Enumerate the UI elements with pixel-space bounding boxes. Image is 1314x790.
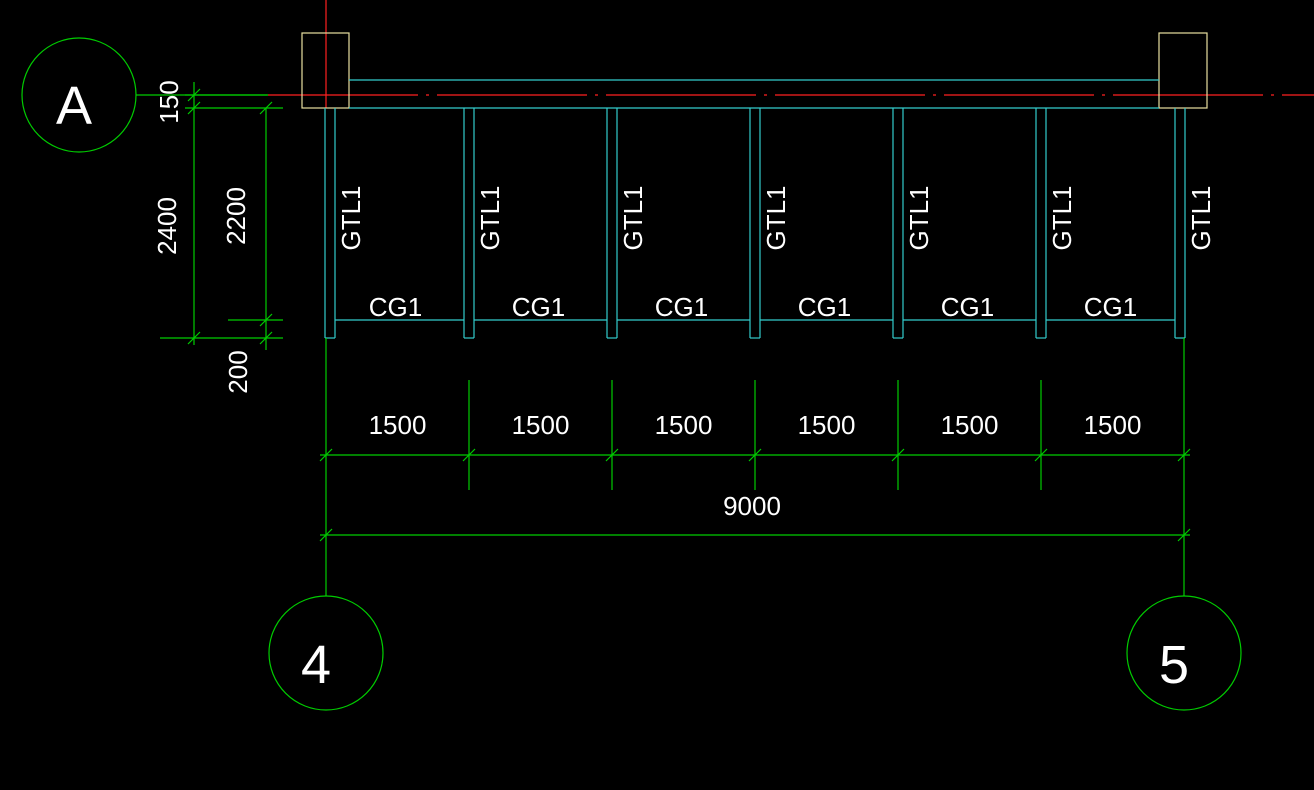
axis-bubble-4: 4 (268, 595, 384, 711)
dim-150-label: 150 (154, 80, 184, 123)
bay-width-label: 1500 (798, 410, 856, 440)
beam-label: CG1 (798, 292, 851, 322)
dim-2400-label: 2400 (152, 197, 182, 255)
dim-200-label: 200 (223, 350, 253, 393)
beam-label: CG1 (512, 292, 565, 322)
post-label: GTL1 (618, 185, 648, 250)
post-label: GTL1 (1186, 185, 1216, 250)
bay-width-label: 1500 (655, 410, 713, 440)
beam-cg1: CG1 (474, 292, 607, 322)
vertical-dimensions: 150 2400 2200 200 (152, 80, 283, 394)
post-gtl1: GTL1 (892, 108, 934, 339)
bay-dimension-tick (462, 380, 476, 490)
post-gtl1: GTL1 (1174, 108, 1216, 339)
bay-dimension-tick (891, 380, 905, 490)
beam-cg1: CG1 (617, 292, 750, 322)
post-label: GTL1 (904, 185, 934, 250)
post-label: GTL1 (1047, 185, 1077, 250)
bay-width-label: 1500 (1084, 410, 1142, 440)
post-gtl1: GTL1 (749, 108, 791, 339)
post-label: GTL1 (761, 185, 791, 250)
axis-bubble-5: 5 (1126, 595, 1242, 711)
axis-label-a: A (56, 76, 92, 136)
axis-label-5: 5 (1159, 635, 1189, 695)
post-label: GTL1 (336, 185, 366, 250)
post-gtl1: GTL1 (1035, 108, 1077, 339)
beam-cg1: CG1 (903, 292, 1036, 322)
post-gtl1: GTL1 (324, 108, 366, 339)
post-gtl1: GTL1 (606, 108, 648, 339)
beam-group: CG1 CG1 CG1 CG1 CG1 CG1 (335, 292, 1175, 322)
post-label: GTL1 (475, 185, 505, 250)
beam-label: CG1 (369, 292, 422, 322)
axis-label-4: 4 (301, 635, 331, 695)
beam-label: CG1 (941, 292, 994, 322)
beam-label: CG1 (1084, 292, 1137, 322)
beam-label: CG1 (655, 292, 708, 322)
dimension-group: 1500 1500 1500 1500 1500 1500 (319, 380, 1191, 490)
post-group: GTL1 GTL1 GTL1 GTL1 GTL1 GTL1 GTL1 (324, 108, 1216, 339)
post-gtl1: GTL1 (463, 108, 505, 339)
dim-2200-label: 2200 (221, 187, 251, 245)
beam-cg1: CG1 (1046, 292, 1175, 322)
column-right (1158, 32, 1208, 109)
bay-dimension-tick (1034, 380, 1048, 490)
bay-width-label: 1500 (512, 410, 570, 440)
bay-dimension-tick (605, 380, 619, 490)
axis-bubble-a: A (21, 37, 137, 153)
bay-width-label: 1500 (369, 410, 427, 440)
bay-dimension-tick (748, 380, 762, 490)
bay-width-label: 1500 (941, 410, 999, 440)
total-dimension: 9000 (319, 491, 1191, 542)
beam-cg1: CG1 (335, 292, 464, 322)
total-width-label: 9000 (723, 491, 781, 521)
beam-cg1: CG1 (760, 292, 893, 322)
